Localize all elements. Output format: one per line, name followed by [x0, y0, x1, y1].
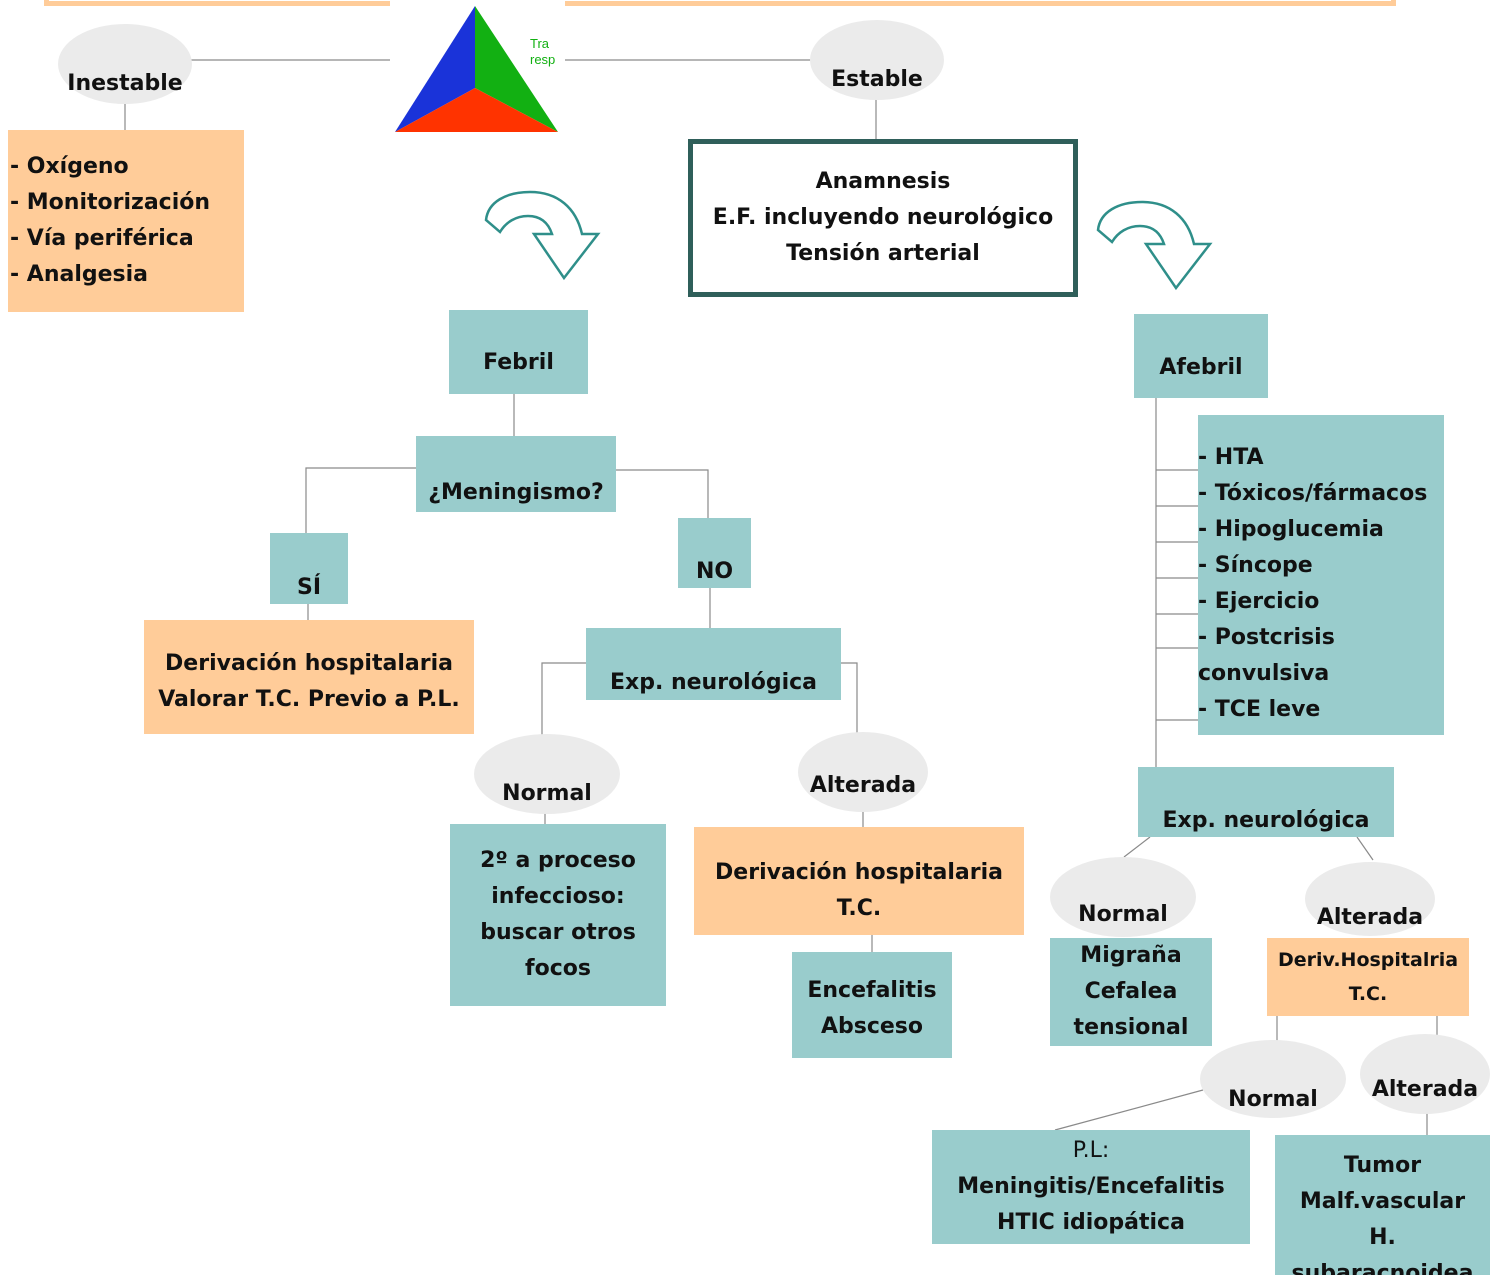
estable-label: Estable [831, 67, 923, 92]
normal-tc-label: Normal [1228, 1087, 1318, 1112]
result-h-subaracnoidea: H. subaracnoidea [1291, 1225, 1474, 1275]
result-line1: 2º a proceso [480, 848, 636, 873]
si-action-box: Derivación hospitalaria Valorar T.C. Pre… [144, 620, 474, 734]
result-htic: HTIC idiopática [997, 1210, 1185, 1235]
evaluation-box: Anamnesis E.F. incluyendo neurológico Te… [688, 139, 1078, 297]
exp-neuro-afebril-node: Exp. neurológica [1138, 767, 1394, 837]
triangle-logo: Tra resp [390, 0, 565, 135]
evaluation-anamnesis: Anamnesis [815, 169, 951, 194]
alterada-afebril-action-box: Deriv.Hospitalria T.C. [1267, 938, 1469, 1016]
action-oxigeno: - Oxígeno [10, 154, 129, 179]
inestable-node: Inestable [58, 24, 192, 104]
afebril-causes-box: - HTA - Tóxicos/fármacos - Hipoglucemia … [1198, 415, 1444, 735]
logo-text-2: resp [530, 52, 555, 67]
action-monitorizacion: - Monitorización [10, 190, 211, 215]
cause-hipoglucemia: - Hipoglucemia [1198, 517, 1384, 542]
alterada-tc-label: Alterada [1371, 1077, 1479, 1102]
result-migrana: Migraña [1080, 943, 1182, 968]
inestable-label: Inestable [67, 71, 183, 96]
alterada-afebril-node: Alterada [1305, 862, 1435, 936]
result-tumor: Tumor [1343, 1153, 1422, 1178]
result-cefalea: Cefalea [1084, 979, 1178, 1004]
result-pl: P.L: [1072, 1138, 1110, 1163]
cause-ejercicio: - Ejercicio [1198, 589, 1320, 614]
exp-neuro-febril-label: Exp. neurológica [609, 670, 818, 695]
result-malf-vascular: Malf.vascular [1299, 1189, 1466, 1214]
normal-afebril-node: Normal [1050, 857, 1196, 937]
alterada-action-line2: T.C. [836, 896, 882, 921]
result-absceso: Absceso [820, 1014, 924, 1039]
result-line3: buscar otros [480, 920, 636, 945]
normal-tc-result-box: P.L: Meningitis/Encefalitis HTIC idiopát… [932, 1130, 1250, 1244]
afebril-node: Afebril [1134, 314, 1268, 398]
result-encefalitis: Encefalitis [807, 978, 937, 1003]
result-tensional: tensional [1073, 1015, 1189, 1040]
si-action-line2: Valorar T.C. Previo a P.L. [158, 687, 460, 712]
alterada-tc-result-box: Tumor Malf.vascular H. subaracnoidea [1275, 1135, 1490, 1275]
normal-tc-node: Normal [1200, 1040, 1346, 1118]
cause-tce-leve: - TCE leve [1198, 697, 1321, 722]
cause-postcrisis: - Postcrisis [1198, 625, 1335, 650]
afebril-label: Afebril [1159, 355, 1243, 380]
normal-febril-result-box: 2º a proceso infeccioso: buscar otros fo… [450, 824, 666, 1006]
estable-node: Estable [810, 20, 944, 100]
cause-hta: - HTA [1198, 445, 1264, 470]
result-meningitis: Meningitis/Encefalitis [957, 1174, 1225, 1199]
exp-neuro-febril-node: Exp. neurológica [586, 628, 841, 700]
deriv-hospitalria: Deriv.Hospitalria [1277, 949, 1459, 971]
result-line4: focos [525, 956, 591, 981]
febril-node: Febril [449, 310, 588, 394]
action-analgesia: - Analgesia [10, 262, 149, 287]
no-label: NO [695, 559, 734, 584]
normal-febril-label: Normal [502, 781, 592, 806]
meningismo-label: ¿Meningismo? [428, 480, 604, 505]
exp-neuro-afebril-label: Exp. neurológica [1162, 808, 1370, 833]
normal-afebril-label: Normal [1078, 902, 1168, 927]
normal-febril-node: Normal [474, 734, 620, 814]
febril-label: Febril [483, 350, 554, 375]
logo-text-1: Tra [530, 36, 550, 51]
header-bar [44, 0, 1396, 6]
alterada-tc-node: Alterada [1360, 1034, 1490, 1114]
curved-arrow-right-icon [1096, 200, 1213, 291]
result-line2: infeccioso: [491, 884, 625, 909]
curved-arrow-left-icon [484, 190, 601, 281]
alterada-febril-action-box: Derivación hospitalaria T.C. [694, 827, 1024, 935]
evaluation-ef: E.F. incluyendo neurológico [712, 205, 1054, 230]
si-label: SÍ [296, 574, 322, 600]
evaluation-ta: Tensión arterial [786, 241, 980, 266]
triangle-icon: Tra resp [395, 6, 558, 132]
inestable-actions-box: - Oxígeno - Monitorización - Vía perifér… [8, 130, 244, 312]
normal-afebril-result-box: Migraña Cefalea tensional [1050, 938, 1212, 1046]
cause-convulsiva: convulsiva [1198, 661, 1330, 686]
alterada-afebril-label: Alterada [1316, 905, 1424, 930]
no-node: NO [678, 518, 751, 588]
deriv-tc: T.C. [1348, 983, 1388, 1005]
alterada-febril-result-box: Encefalitis Absceso [792, 952, 952, 1058]
si-action-line1: Derivación hospitalaria [165, 651, 453, 676]
alterada-febril-label: Alterada [809, 773, 917, 798]
meningismo-node: ¿Meningismo? [416, 436, 616, 512]
action-via-periferica: - Vía periférica [10, 226, 194, 251]
si-node: SÍ [270, 533, 348, 604]
alterada-febril-node: Alterada [798, 732, 928, 812]
cause-toxicos: - Tóxicos/fármacos [1198, 481, 1428, 506]
cause-sincope: - Síncope [1198, 553, 1313, 578]
alterada-action-line1: Derivación hospitalaria [715, 860, 1003, 885]
